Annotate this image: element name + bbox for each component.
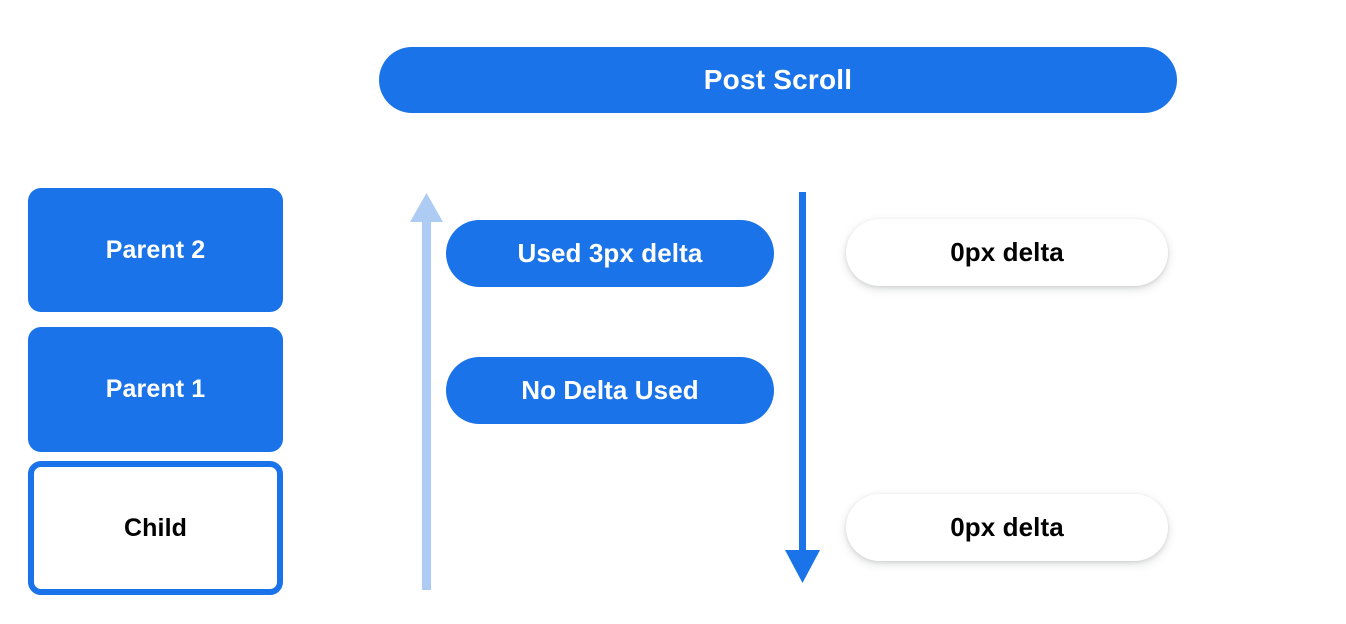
pill-zero-delta-bottom-label: 0px delta [950, 512, 1064, 542]
node-child-label: Child [124, 513, 187, 542]
scroll-up-arrow-icon [410, 193, 443, 590]
pill-no-delta-used: No Delta Used [446, 357, 774, 424]
node-child: Child [28, 461, 283, 595]
pill-zero-delta-top: 0px delta [846, 219, 1168, 286]
node-parent-2-label: Parent 2 [105, 235, 206, 264]
pill-used-3px-delta-label: Used 3px delta [517, 238, 703, 268]
post-scroll-header: Post Scroll [379, 47, 1177, 113]
node-parent-1: Parent 1 [28, 327, 283, 452]
node-parent-1-label: Parent 1 [105, 375, 206, 403]
node-parent-2: Parent 2 [28, 188, 283, 312]
pill-used-3px-delta: Used 3px delta [446, 220, 774, 287]
scroll-down-arrow-icon [785, 192, 820, 583]
pill-no-delta-used-label: No Delta Used [521, 375, 699, 405]
pill-zero-delta-bottom: 0px delta [846, 494, 1168, 561]
pill-zero-delta-top-label: 0px delta [950, 237, 1064, 267]
post-scroll-header-label: Post Scroll [703, 64, 853, 95]
